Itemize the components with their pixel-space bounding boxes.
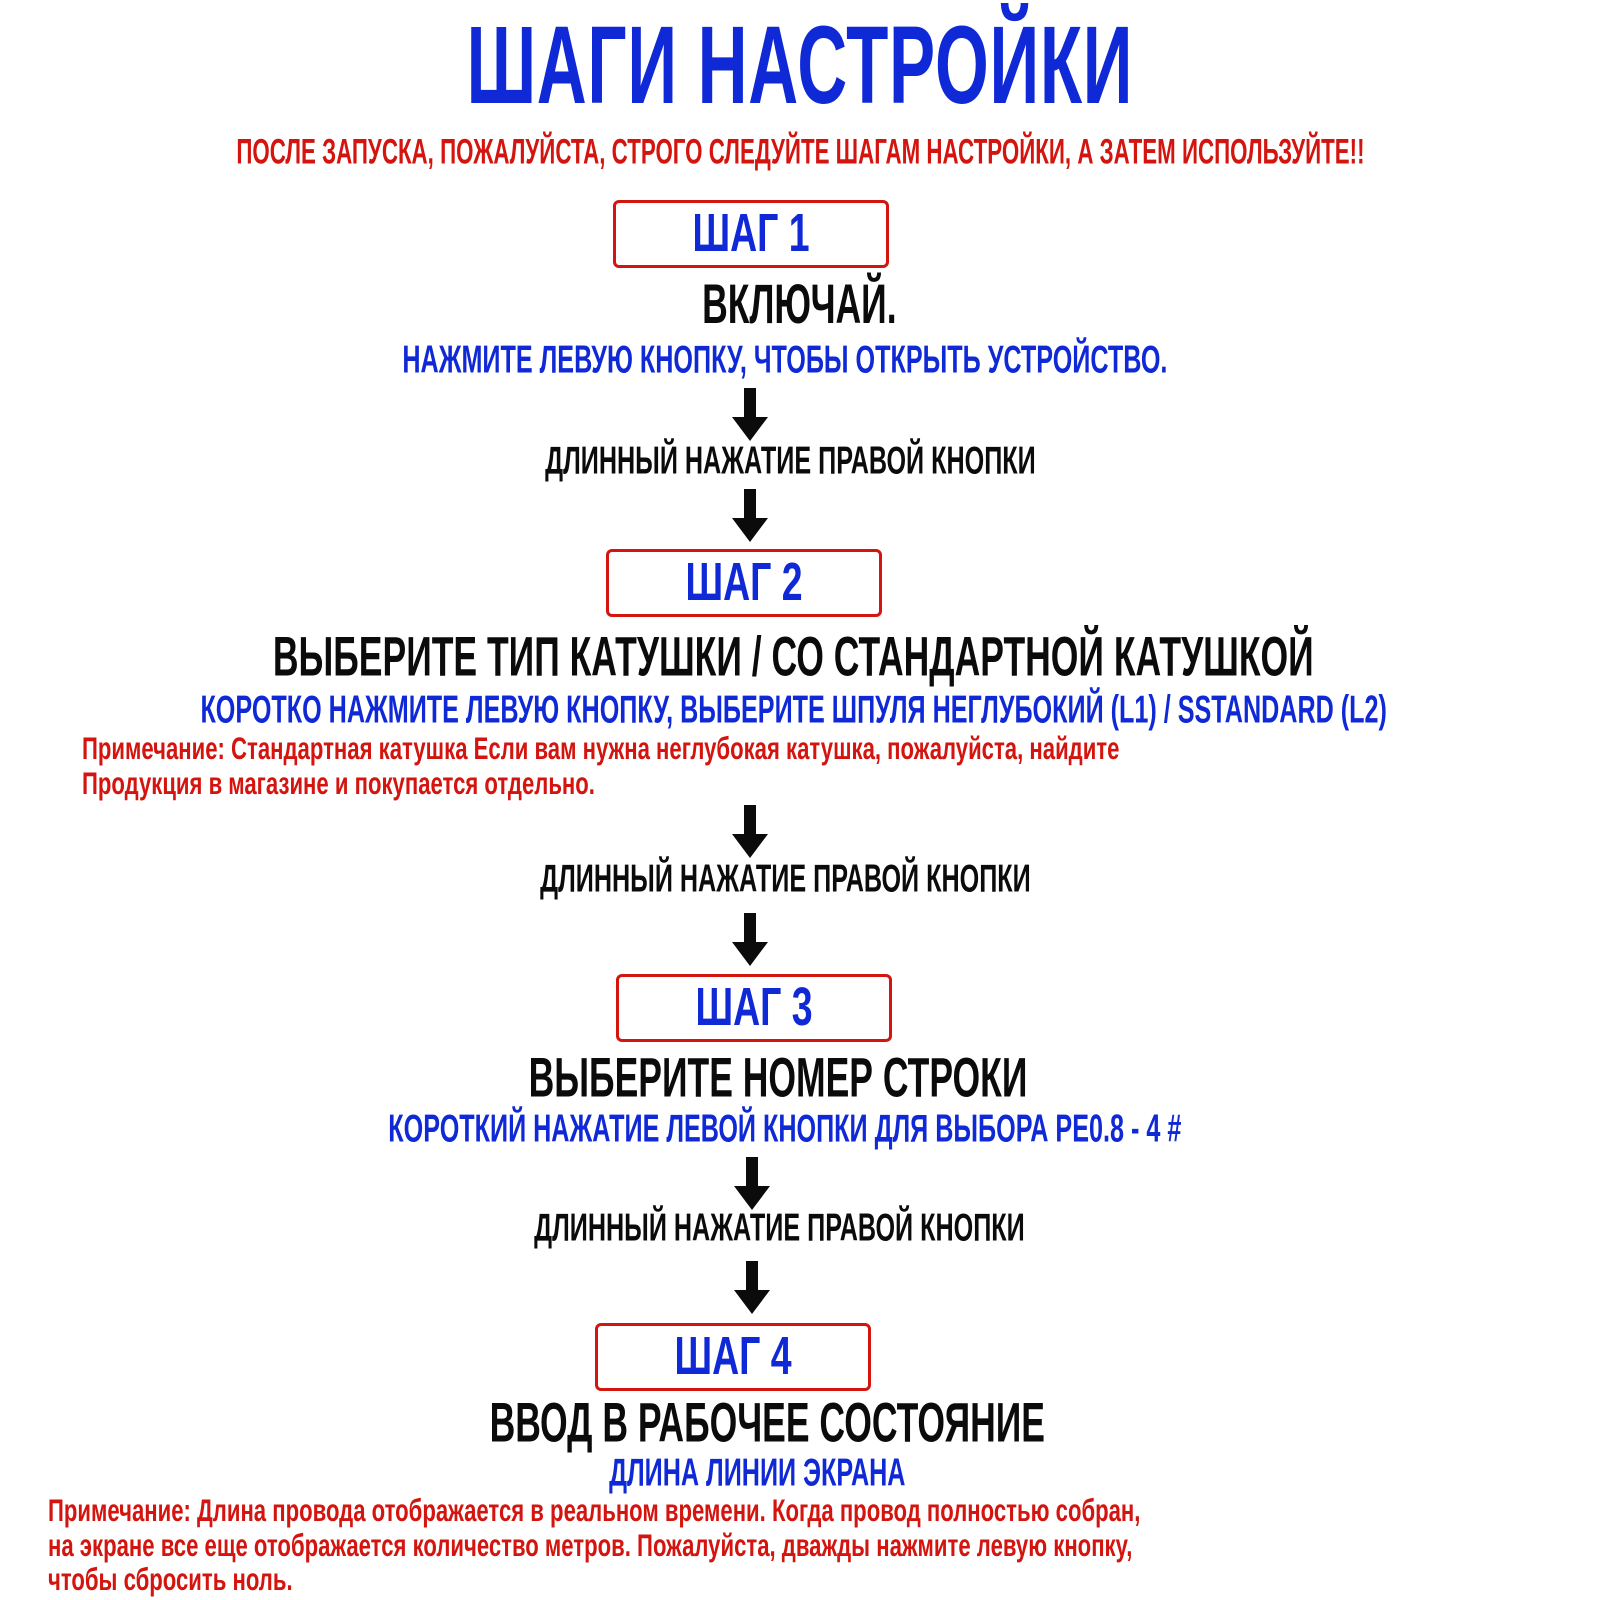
long-press-instruction-2: ДЛИННЫЙ НАЖАТИЕ ПРАВОЙ КНОПКИ (539, 857, 1031, 901)
step-1-label: ШАГ 1 (692, 203, 810, 264)
step-4-heading: ВВОД В РАБОЧЕЕ СОСТОЯНИЕ (489, 1392, 1045, 1454)
step-4-instruction: ДЛИНА ЛИНИИ ЭКРАНА (608, 1451, 906, 1495)
down-arrow-icon (730, 489, 770, 544)
page-title: ШАГИ НАСТРОЙКИ (466, 3, 1134, 127)
step-3-badge: ШАГ 3 (616, 974, 892, 1042)
step-3-instruction: КОРОТКИЙ НАЖАТИЕ ЛЕВОЙ КНОПКИ ДЛЯ ВЫБОРА… (388, 1107, 1182, 1151)
long-press-instruction-3: ДЛИННЫЙ НАЖАТИЕ ПРАВОЙ КНОПКИ (533, 1206, 1025, 1250)
long-press-instruction-1: ДЛИННЫЙ НАЖАТИЕ ПРАВОЙ КНОПКИ (544, 439, 1036, 483)
step-1-instruction: НАЖМИТЕ ЛЕВУЮ КНОПКУ, ЧТОБЫ ОТКРЫТЬ УСТР… (402, 338, 1168, 382)
step-2-heading: ВЫБЕРИТЕ ТИП КАТУШКИ / СО СТАНДАРТНОЙ КА… (272, 626, 1314, 688)
step-2-note-line-1: Примечание: Стандартная катушка Если вам… (82, 731, 1120, 766)
step-2-instruction: КОРОТКО НАЖМИТЕ ЛЕВУЮ КНОПКУ, ВЫБЕРИТЕ Ш… (200, 688, 1388, 732)
down-arrow-icon (732, 1261, 772, 1316)
step-1-badge: ШАГ 1 (613, 200, 889, 268)
step-4-badge: ШАГ 4 (595, 1323, 871, 1391)
down-arrow-icon (732, 1157, 772, 1212)
step-2-badge: ШАГ 2 (606, 549, 882, 617)
down-arrow-icon (730, 805, 770, 860)
step-4-label: ШАГ 4 (674, 1326, 792, 1387)
step-2-note-line-2: Продукция в магазине и покупается отдель… (82, 766, 595, 801)
step-3-label: ШАГ 3 (695, 977, 813, 1038)
down-arrow-icon (730, 388, 770, 443)
step-4-note-line-2: на экране все еще отображается количеств… (48, 1528, 1133, 1563)
page-subtitle: ПОСЛЕ ЗАПУСКА, ПОЖАЛУЙСТА, СТРОГО СЛЕДУЙ… (235, 131, 1365, 172)
step-1-heading: ВКЛЮЧАЙ. (701, 274, 897, 336)
step-2-label: ШАГ 2 (685, 552, 803, 613)
down-arrow-icon (730, 913, 770, 968)
step-4-note-line-3: чтобы сбросить ноль. (48, 1562, 293, 1597)
step-4-note-line-1: Примечание: Длина провода отображается в… (48, 1493, 1141, 1528)
step-3-heading: ВЫБЕРИТЕ НОМЕР СТРОКИ (528, 1047, 1028, 1109)
